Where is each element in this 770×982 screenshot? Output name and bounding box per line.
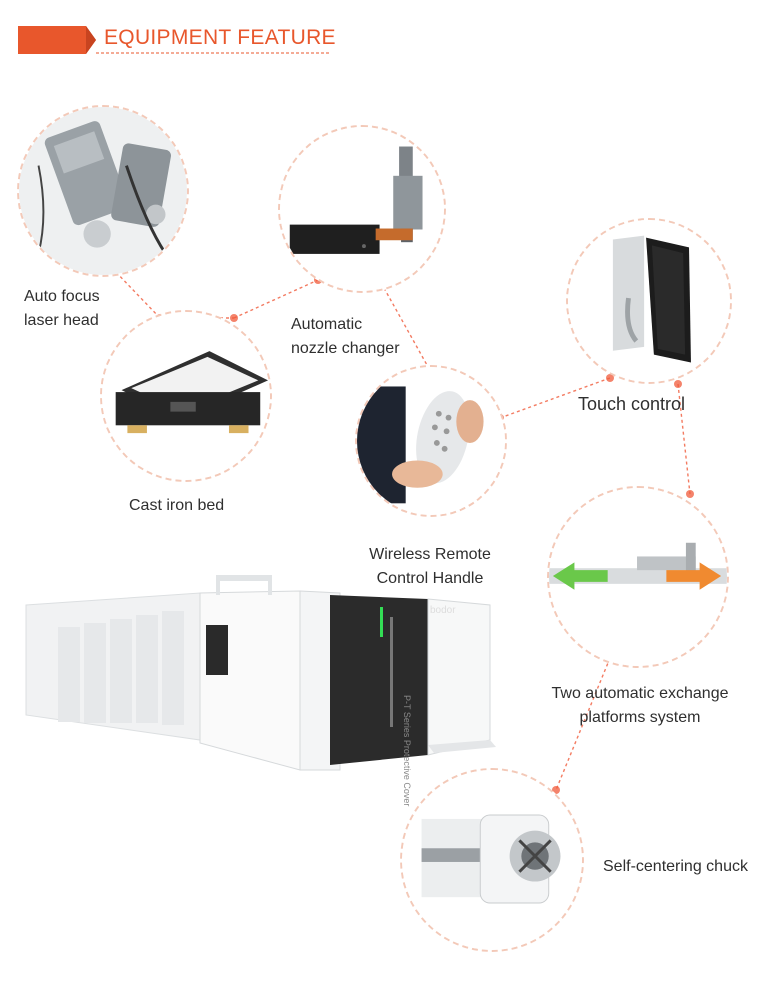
wireless-remote-image: [355, 365, 507, 517]
touch-control-image: [566, 218, 732, 384]
header-ribbon: [18, 26, 330, 54]
connector-dot: [674, 380, 682, 388]
machine-series-text: P-T Series Protective Cover: [402, 695, 412, 807]
laser-cutting-machine-image: bodor P-T Series Protective Cover: [20, 565, 510, 806]
wireless-remote-label: Wireless Remote Control Handle: [350, 543, 510, 591]
exchange-platforms-image: [547, 486, 729, 668]
machine-brand-logo: bodor: [430, 605, 456, 616]
self-centering-chuck-label: Self-centering chuck: [603, 858, 748, 875]
section-header: EQUIPMENT FEATURE: [0, 0, 770, 60]
exchange-platforms-label-line1: Two automatic exchange: [551, 685, 729, 702]
section-title: EQUIPMENT FEATURE: [104, 26, 336, 49]
nozzle-changer-label-line1: Automatic: [291, 316, 363, 333]
exchange-platforms-label-line2: platforms system: [579, 709, 701, 726]
auto-focus-label: Auto focus laser head: [24, 285, 100, 333]
self-centering-chuck-image: [400, 768, 584, 952]
auto-focus-label-line2: laser head: [24, 312, 99, 329]
nozzle-changer-label-line2: nozzle changer: [291, 340, 400, 357]
nozzle-changer-label: Automatic nozzle changer: [291, 313, 400, 361]
auto-focus-laser-head-image: [17, 105, 189, 277]
touch-control-label: Touch control: [578, 394, 686, 414]
auto-focus-label-line1: Auto focus: [24, 288, 100, 305]
cast-iron-bed-label: Cast iron bed: [129, 497, 225, 514]
wireless-remote-label-line1: Wireless Remote: [369, 546, 491, 563]
wireless-remote-label-line2: Control Handle: [376, 570, 484, 587]
nozzle-changer-image: [278, 125, 446, 293]
exchange-platforms-label: Two automatic exchange platforms system: [530, 682, 750, 730]
cast-iron-bed-image: [100, 310, 272, 482]
